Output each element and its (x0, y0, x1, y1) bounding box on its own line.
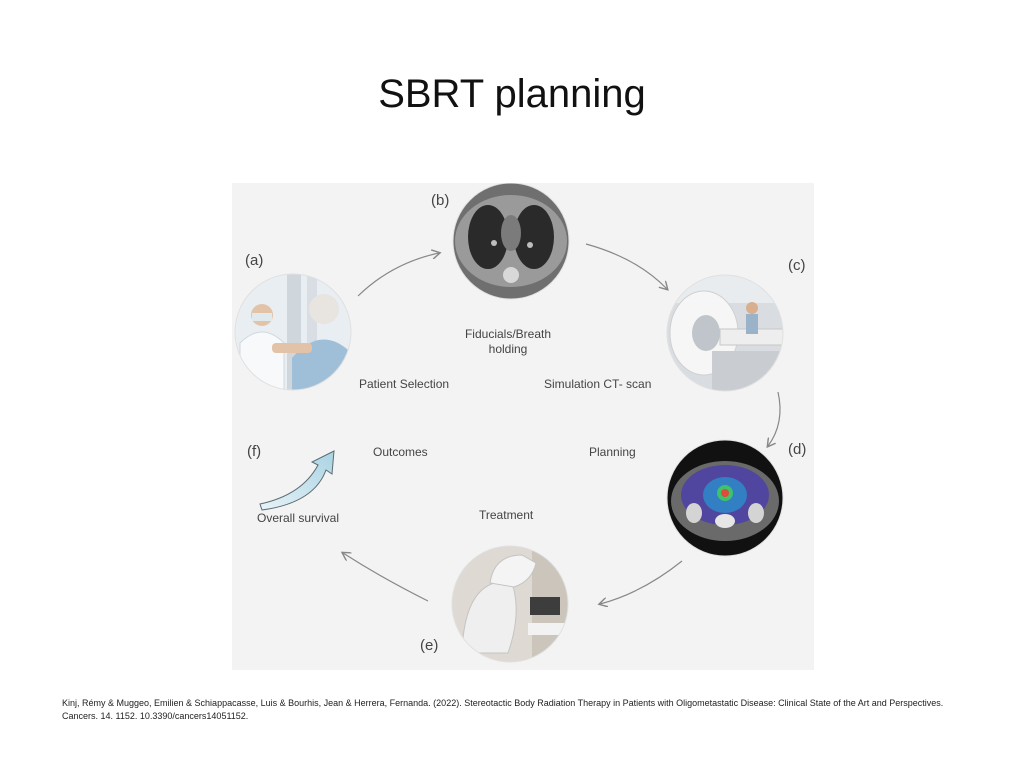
circle-a-border (234, 273, 352, 391)
arrow-d-to-e (600, 560, 683, 604)
citation: Kinj, Rémy & Muggeo, Emilien & Schiappac… (62, 697, 982, 723)
panel-label-c: (c) (788, 257, 806, 274)
step-label-overall-survival: Overall survival (257, 511, 339, 525)
arrow-c-to-d (768, 391, 781, 446)
treatment-machine-photo (452, 546, 568, 662)
citation-line-1: Kinj, Rémy & Muggeo, Emilien & Schiappac… (62, 698, 944, 708)
chest-ct-image (453, 183, 569, 299)
step-label-fiducials-line2: holding (489, 342, 528, 356)
step-label-patient-selection: Patient Selection (359, 377, 449, 391)
dose-planning-image (667, 440, 783, 556)
arrow-e-to-f (343, 553, 429, 602)
circle-e-border (451, 545, 569, 663)
step-label-planning: Planning (589, 445, 636, 459)
circle-c-border (666, 274, 784, 392)
slide-title: SBRT planning (378, 72, 646, 116)
arrow-b-to-c (585, 243, 667, 289)
panel-label-a: (a) (245, 252, 263, 269)
step-label-outcomes: Outcomes (373, 445, 428, 459)
sbrt-workflow-figure: (b) (a) (c) (f) (d) (e) Fiducials/Breath… (232, 183, 814, 670)
workflow-diagram: (b) (a) (c) (f) (d) (e) Fiducials/Breath… (234, 183, 806, 663)
arrow-a-to-b (357, 253, 439, 297)
overall-survival-arrow (259, 450, 335, 511)
panel-label-e: (e) (420, 637, 438, 654)
panel-label-f: (f) (247, 443, 261, 460)
circle-d-border (666, 439, 784, 557)
patient-consultation-photo (235, 274, 351, 390)
panel-label-d: (d) (788, 441, 806, 458)
step-label-fiducials-line1: Fiducials/Breath (465, 327, 551, 341)
ct-scanner-photo (667, 275, 783, 391)
panel-label-b: (b) (431, 192, 449, 209)
step-label-simulation: Simulation CT- scan (544, 377, 651, 391)
circle-b-border (452, 183, 570, 300)
citation-line-2: Cancers. 14. 1152. 10.3390/cancers140511… (62, 711, 249, 721)
step-label-treatment: Treatment (479, 508, 534, 522)
